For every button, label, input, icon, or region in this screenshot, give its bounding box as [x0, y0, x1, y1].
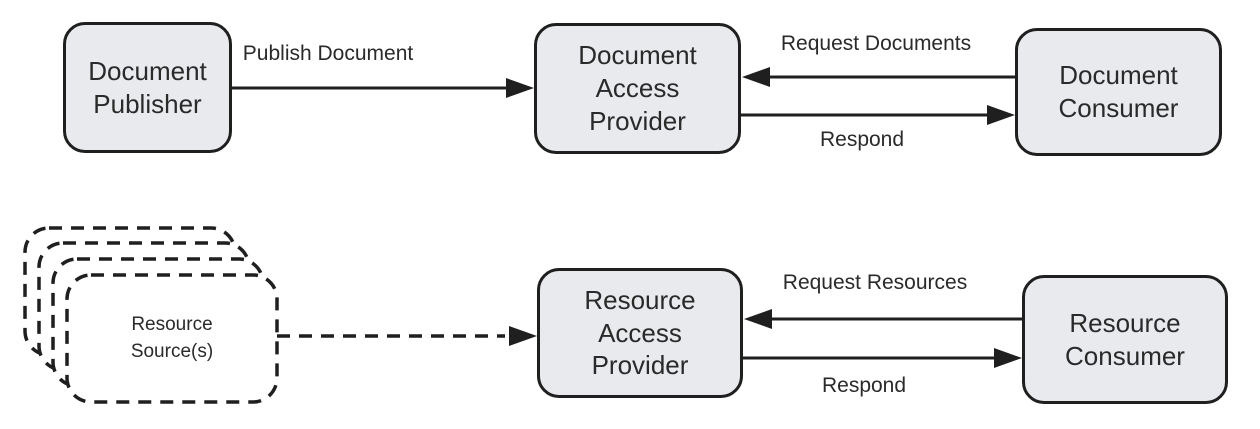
arrowhead-left-icon — [744, 309, 772, 329]
edge-label-respond-documents: Respond — [819, 128, 905, 151]
arrowhead-right-icon — [506, 78, 534, 98]
node-document-access-provider: Document Access Provider — [534, 23, 741, 154]
arrow-respond-resources — [742, 348, 1022, 368]
arrow-resource-source — [277, 326, 537, 346]
node-document-publisher: Document Publisher — [63, 22, 232, 153]
edge-label-request-resources: Request Resources — [782, 271, 968, 294]
edge-label-request-documents: Request Documents — [780, 32, 972, 55]
arrowhead-left-icon — [742, 67, 770, 87]
arrow-respond-documents — [740, 105, 1015, 125]
node-document-consumer: Document Consumer — [1015, 28, 1222, 156]
node-resource-consumer: Resource Consumer — [1022, 275, 1228, 404]
resource-source-stack — [23, 226, 279, 404]
arrow-publish-document — [232, 78, 534, 98]
edge-label-respond-resources: Respond — [821, 374, 907, 397]
arrowhead-right-icon — [987, 105, 1015, 125]
arrowhead-right-icon — [994, 348, 1022, 368]
resource-source-card — [65, 273, 279, 404]
node-resource-source-label: Resource Source(s) — [130, 313, 214, 362]
arrow-request-resources — [744, 309, 1022, 329]
arrowhead-right-icon — [509, 326, 537, 346]
edge-label-publish-document: Publish Document — [242, 42, 414, 65]
arrow-request-documents — [742, 67, 1015, 87]
node-resource-access-provider: Resource Access Provider — [537, 268, 743, 398]
